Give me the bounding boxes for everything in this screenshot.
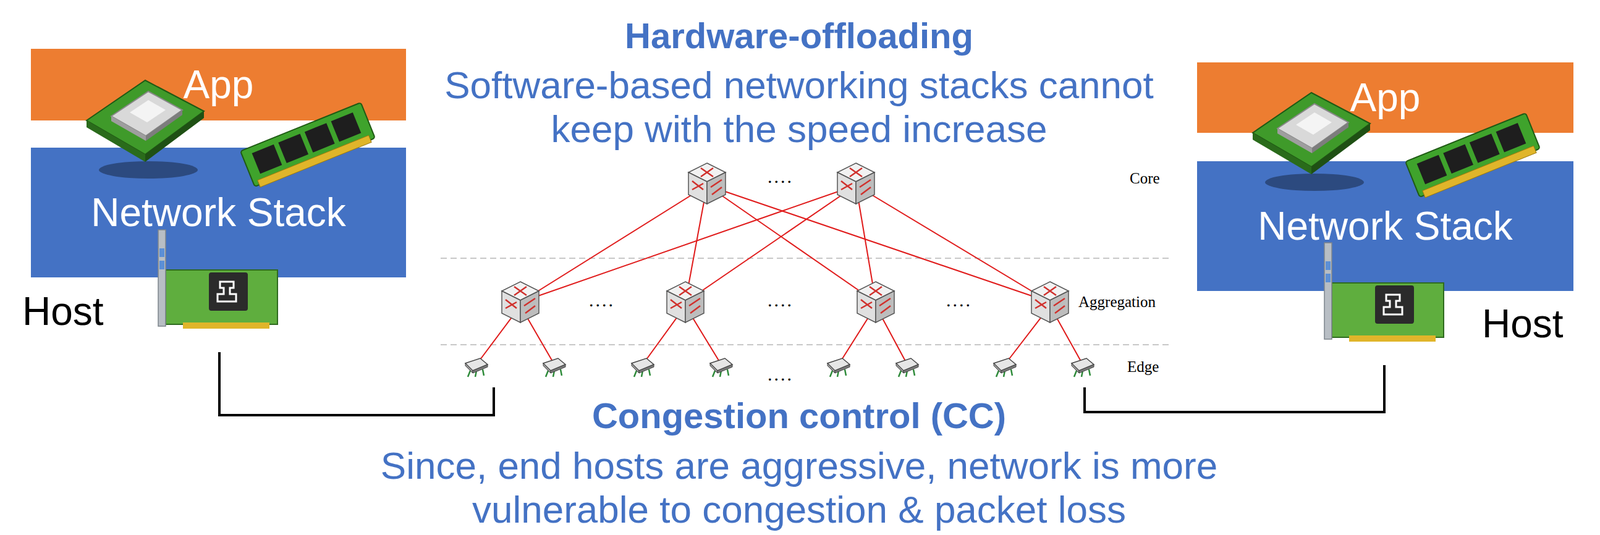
ellipsis: .... [946,289,973,312]
app-band: App [30,48,407,121]
band-label: App [1350,76,1421,120]
tier-label: Aggregation [1078,293,1156,312]
host-label: Host [1481,301,1564,348]
band-label: Network Stack [1257,204,1513,248]
subheading: Software-based networking stacks cannot … [440,63,1158,152]
heading: Hardware-offloading [624,15,974,57]
subheading: Since, end hosts are aggressive, network… [317,443,1282,533]
network-stack-band: Network Stack [1197,161,1574,292]
host-label: Host [22,289,104,335]
network-stack-band: Network Stack [30,147,407,278]
heading: Congestion control (CC) [592,395,1007,437]
tier-label: Core [1129,169,1160,188]
ellipsis: .... [767,166,794,188]
tier-label: Edge [1127,358,1159,377]
ellipsis: .... [767,289,794,312]
ellipsis: .... [588,289,615,312]
band-label: App [183,63,254,107]
app-band: App [1197,62,1574,133]
band-label: Network Stack [90,190,347,235]
ellipsis: .... [767,364,794,386]
